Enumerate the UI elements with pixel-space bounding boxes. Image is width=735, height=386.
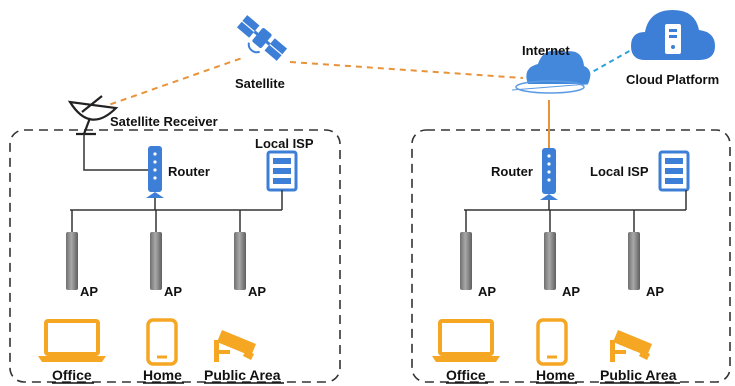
right-home-label: Home xyxy=(536,367,575,383)
left-ap-label-1: AP xyxy=(80,284,98,299)
left-router-label: Router xyxy=(168,164,210,179)
right-camera-icon xyxy=(610,330,652,362)
right-router-label: Router xyxy=(491,164,533,179)
left-router-icon xyxy=(146,146,164,198)
access-point-icon xyxy=(234,232,246,290)
right-phone-icon xyxy=(536,318,568,366)
access-point-icon xyxy=(544,232,556,290)
access-point-icon xyxy=(460,232,472,290)
satellite-label: Satellite xyxy=(235,76,285,91)
right-office-label: Office xyxy=(446,367,486,383)
cloud-platform-label: Cloud Platform xyxy=(626,72,719,87)
satellite-dish-icon xyxy=(67,95,119,136)
right-laptop-icon xyxy=(432,319,500,362)
right-ap-label-3: AP xyxy=(646,284,664,299)
left-laptop-icon xyxy=(38,319,106,362)
access-point-icon xyxy=(150,232,162,290)
internet-label: Internet xyxy=(522,43,570,58)
left-phone-icon xyxy=(146,318,178,366)
satellite-dish-link xyxy=(99,57,243,109)
left-camera-icon xyxy=(214,330,256,362)
access-point-icon xyxy=(628,232,640,290)
cloud-server-icon xyxy=(631,10,715,60)
right-ap-label-1: AP xyxy=(478,284,496,299)
left-site-boundary xyxy=(9,129,341,383)
right-isp-label: Local ISP xyxy=(590,164,649,179)
right-router-icon xyxy=(540,148,558,200)
satellite-receiver-label: Satellite Receiver xyxy=(110,114,218,129)
left-dish-router-wire xyxy=(83,134,148,171)
internet-cloud-icon xyxy=(511,50,591,94)
right-public-area-label: Public Area xyxy=(600,367,677,383)
left-isp-icon xyxy=(266,150,298,192)
left-isp-label: Local ISP xyxy=(255,136,314,151)
left-ap-label-3: AP xyxy=(248,284,266,299)
right-isp-icon xyxy=(658,150,690,192)
right-ap-label-2: AP xyxy=(562,284,580,299)
access-point-icon xyxy=(66,232,78,290)
satellite-internet-link xyxy=(289,61,524,79)
left-office-label: Office xyxy=(52,367,92,383)
left-ap-label-2: AP xyxy=(164,284,182,299)
right-site-boundary xyxy=(411,129,731,383)
left-home-label: Home xyxy=(143,367,182,383)
satellite-icon xyxy=(236,15,288,61)
left-public-area-label: Public Area xyxy=(204,367,281,383)
